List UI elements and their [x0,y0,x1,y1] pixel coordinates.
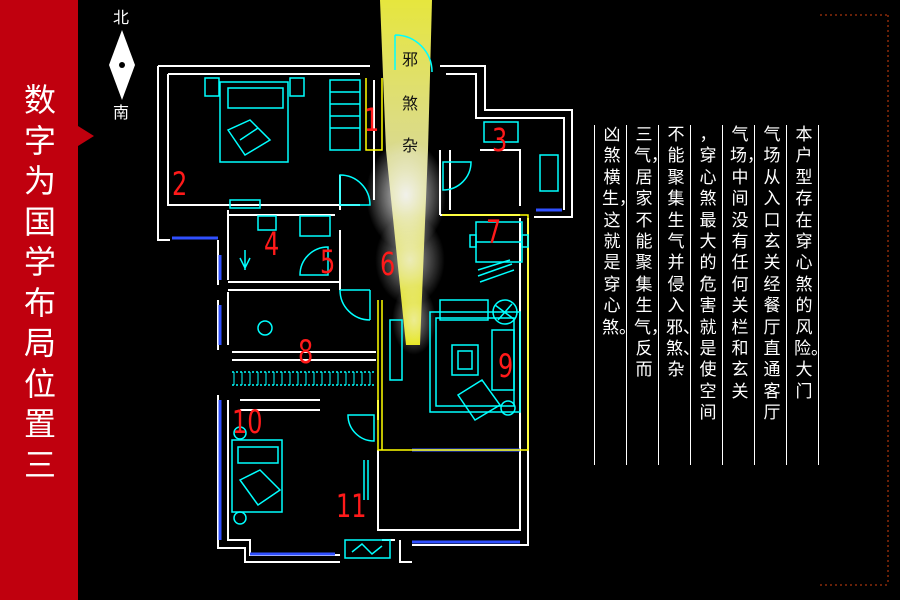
column-rule [754,125,755,465]
room-number: 8 [298,333,314,371]
description-column: 三气，居家不能聚集生气，反而 [634,125,668,381]
description-column: 凶煞横生，这就是穿心煞。 [602,125,636,338]
column-rule [690,125,691,465]
column-rule [594,125,595,465]
sidebar-pointer [78,126,94,146]
room-number: 7 [486,213,502,251]
column-rule [658,125,659,465]
column-rule [722,125,723,465]
ray-label-mixed: 杂 [402,136,419,155]
page-title: 数字为国学布局位置三 [23,81,56,484]
corner-markers [820,14,889,586]
description-column: 气场，中间没有任何关栏和玄关 [730,125,764,402]
furniture [204,77,559,559]
description-column: ，穿心煞最大的危害就是使空间 [699,125,717,424]
column-rule [818,125,819,465]
ray-label-sha: 煞 [402,94,419,113]
room-number: 5 [320,243,336,281]
room-number: 9 [498,347,514,385]
description-column: 不能聚集生气并侵入邪、煞、杂 [666,125,700,381]
compass-south-label: 南 [113,103,130,122]
evil-ray [366,0,446,355]
sidebar-banner [0,0,78,600]
room-number: 6 [380,245,396,283]
floor-hatching [233,372,371,385]
description-column: 本户型存在穿心煞的风险。大门 [794,125,828,402]
ray-label-evil: 邪 [402,50,419,69]
room-number: 1 [364,101,380,139]
room-number: 3 [492,121,508,159]
column-rule [786,125,787,465]
column-rule [626,125,627,465]
compass-icon [109,30,135,100]
entrance-outline [365,78,529,451]
room-number: 10 [232,403,263,441]
doors [299,34,472,500]
room-number: 11 [336,487,367,525]
room-number: 4 [264,225,280,263]
room-number: 2 [172,165,188,203]
compass-north-label: 北 [113,8,130,27]
description-column: 气场从入口玄关经餐厅直通客厅 [763,125,781,424]
